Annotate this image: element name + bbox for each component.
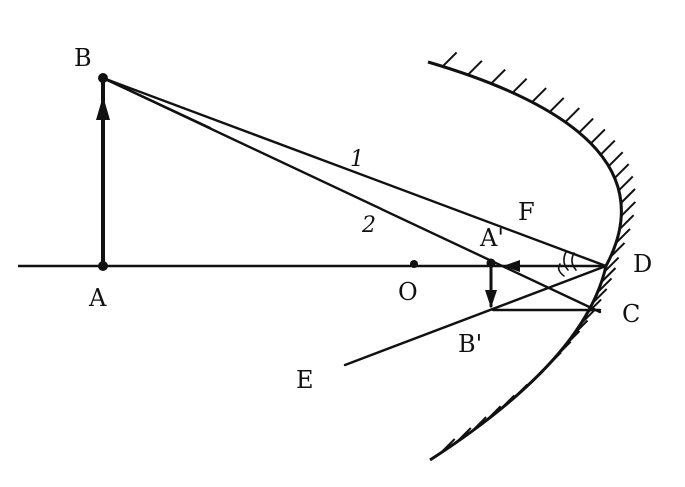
hatch-mark [579, 309, 596, 325]
hatch-mark [564, 330, 581, 346]
hatch-mark [564, 107, 581, 123]
label-B: B [74, 44, 92, 72]
hatch-mark [467, 60, 483, 76]
point-A-dot [98, 261, 108, 271]
hatch-mark [620, 201, 637, 217]
axis-arrowhead [503, 260, 520, 272]
hatch-mark [512, 383, 528, 400]
hatch-mark [456, 427, 472, 443]
label-E: E [296, 366, 314, 394]
hatch-mark [439, 438, 456, 454]
label-ray-2: 2 [361, 213, 376, 238]
hatch-mark [615, 228, 631, 244]
hatch-mark [490, 68, 506, 85]
hatch-mark [603, 256, 620, 273]
mirror-hatching [439, 51, 637, 454]
angle-mark-D-3 [557, 263, 565, 277]
label-ray-1: 1 [350, 147, 364, 172]
label-D: D [633, 250, 652, 278]
label-A-prime: A' [479, 224, 504, 252]
label-C: C [622, 300, 640, 328]
hatch-mark [591, 288, 608, 304]
angle-mark-D-2 [571, 252, 577, 271]
label-A: A [88, 284, 107, 312]
image-arrowhead [485, 290, 497, 308]
label-F: F [518, 198, 535, 226]
angle-mark-D-1 [563, 251, 569, 271]
hatch-mark [531, 87, 547, 103]
hatch-mark [485, 405, 502, 421]
hatch-mark [609, 242, 626, 258]
hatch-mark [471, 416, 487, 432]
object-arrowhead [96, 96, 110, 120]
hatch-mark [620, 188, 636, 204]
hatch-mark [572, 319, 589, 336]
hatch-mark [618, 214, 635, 230]
hatch-mark [511, 77, 528, 94]
hatch-mark [600, 139, 616, 156]
point-O-dot [410, 260, 418, 268]
point-A-prime-dot [486, 258, 496, 268]
hatch-mark [596, 277, 613, 294]
hatch-mark [613, 163, 630, 179]
hatch-mark [607, 151, 624, 167]
hatch-mark [618, 175, 634, 192]
reflected-ray-DE [343, 264, 608, 367]
hatch-mark [578, 117, 594, 134]
hatch-mark [590, 128, 606, 145]
ray-extra [101, 76, 212, 130]
hatch-mark [600, 267, 617, 283]
label-B-prime: B' [458, 330, 482, 358]
hatch-mark [441, 51, 458, 68]
ray-1-incident [101, 76, 608, 268]
hatch-mark [548, 97, 565, 113]
hatch-mark [499, 394, 516, 411]
label-O: O [398, 278, 418, 306]
